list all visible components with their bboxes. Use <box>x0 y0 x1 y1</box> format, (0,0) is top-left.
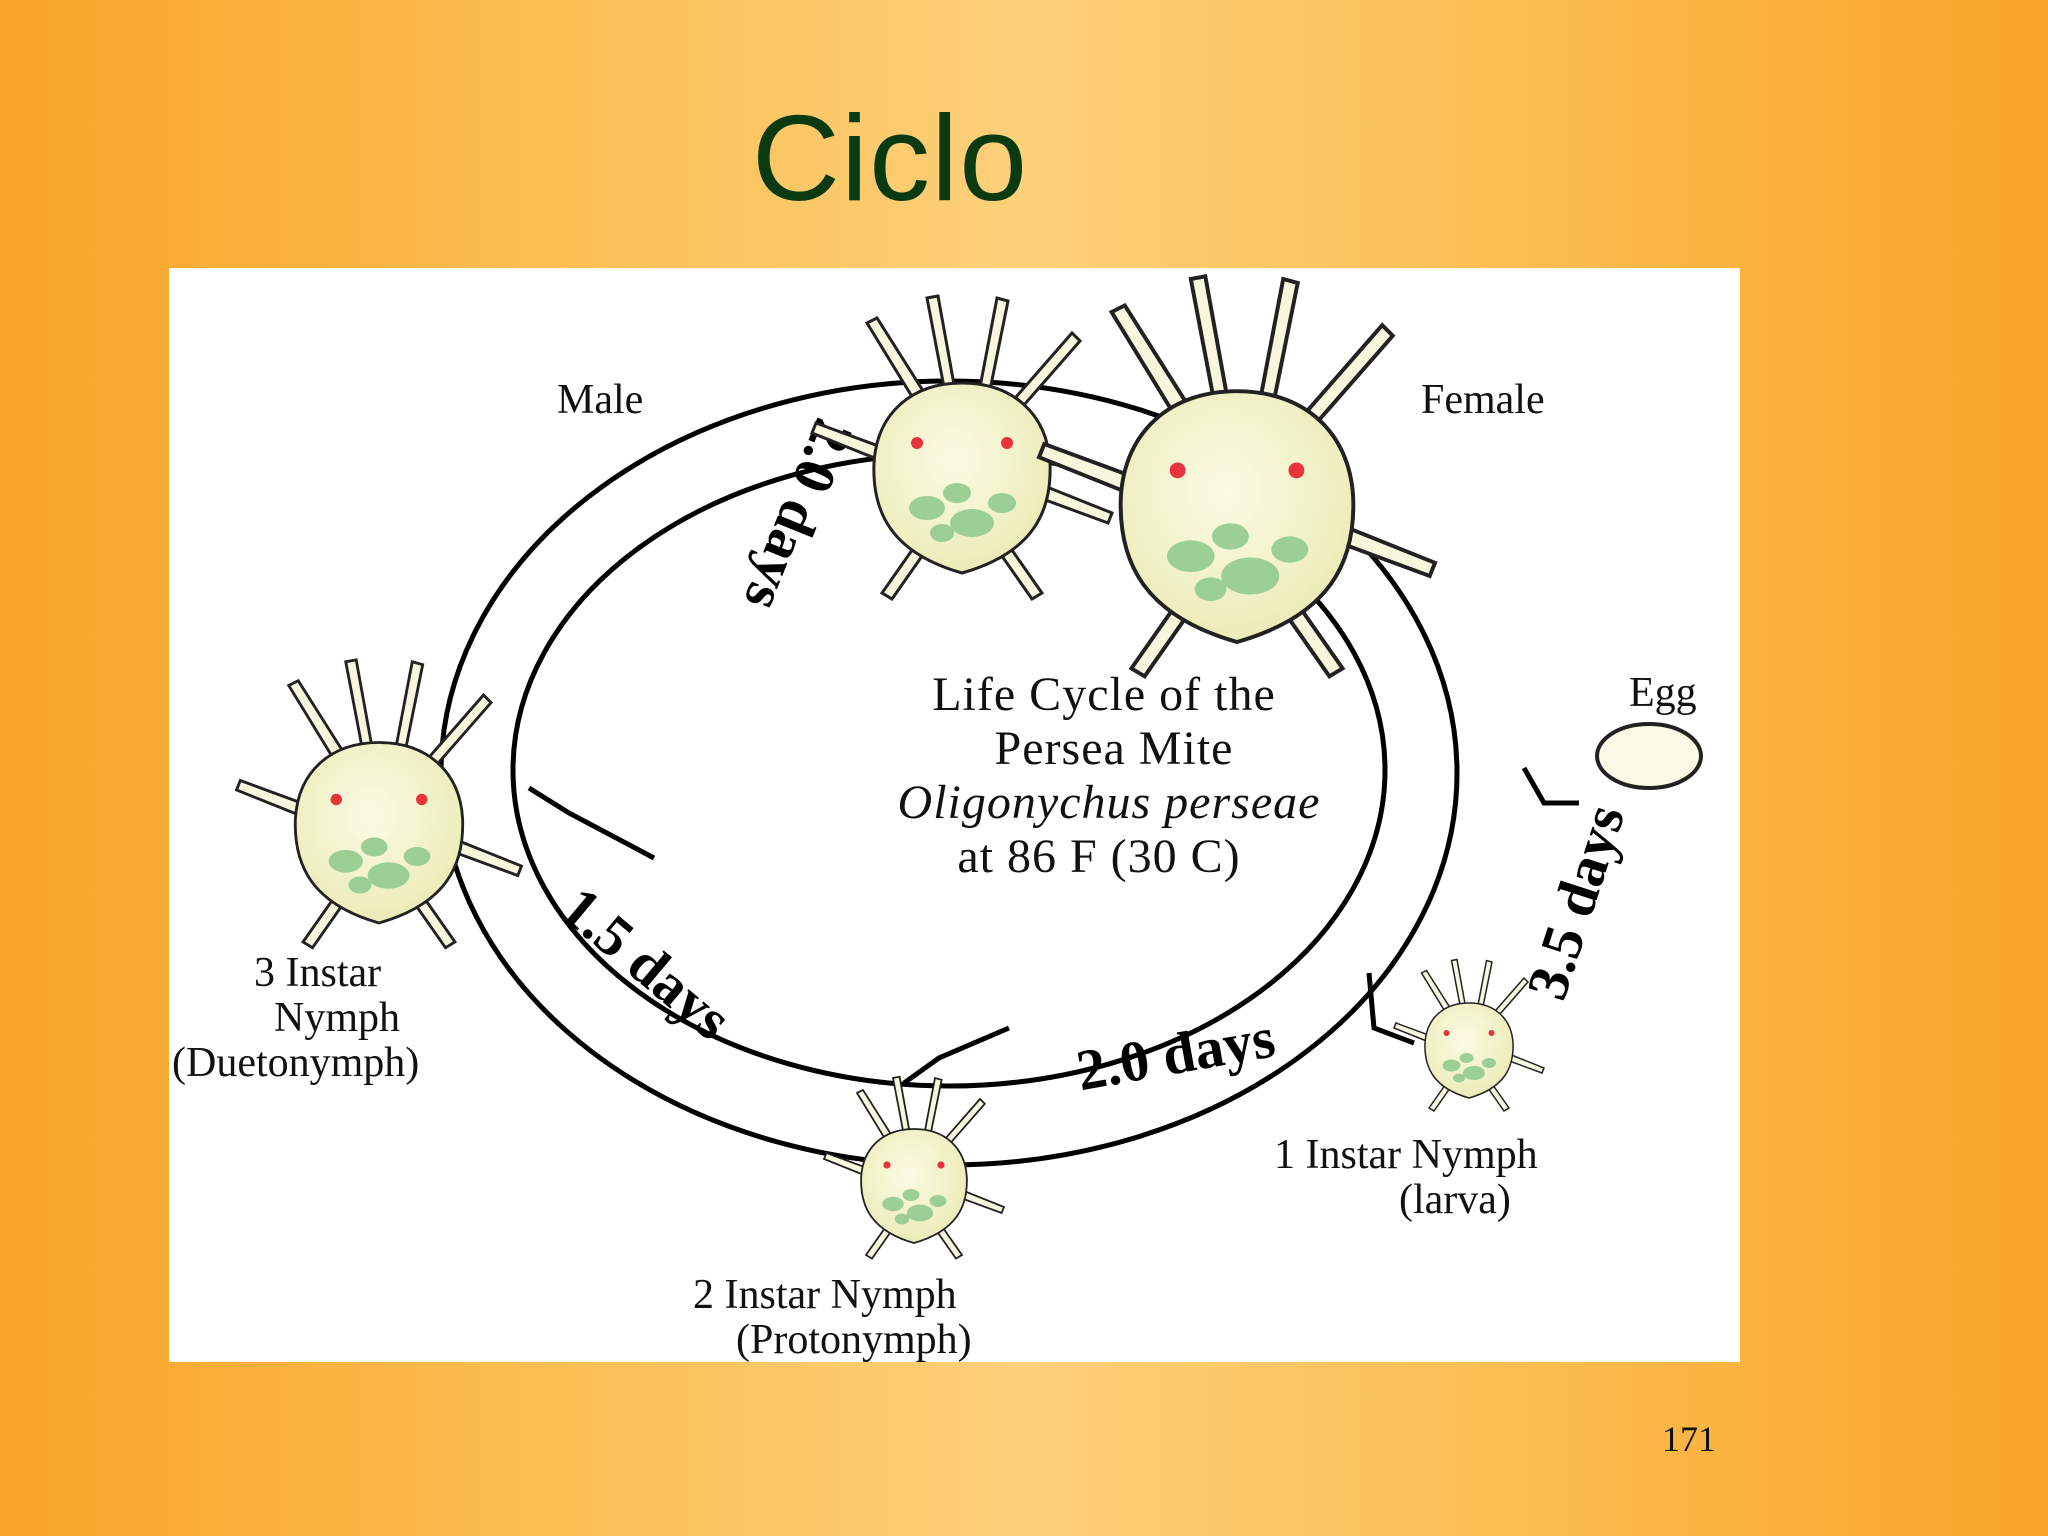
center-title-line1: Life Cycle of the <box>932 668 1276 721</box>
separator-egg <box>1521 766 1579 806</box>
first-instar-mite-icon <box>1393 958 1545 1112</box>
center-title-line2: Persea Mite <box>995 722 1234 775</box>
label-second-instar-line1: 2 Instar Nymph <box>693 1272 957 1318</box>
label-third-instar-line2: Nymph <box>274 995 400 1041</box>
egg-icon <box>1595 722 1703 790</box>
center-title-line4: at 86 F (30 C) <box>957 830 1240 883</box>
label-female: Female <box>1421 377 1545 423</box>
center-title-line3: Oligonychus perseae <box>898 776 1321 829</box>
male-mite-icon <box>810 294 1114 601</box>
life-cycle-diagram: Life Cycle of the Persea Mite Oligonychu… <box>169 268 1740 1362</box>
life-cycle-svg: Life Cycle of the Persea Mite Oligonychu… <box>172 274 1703 1362</box>
separator-third <box>527 785 656 861</box>
label-third-instar-line3: (Duetonymph) <box>172 1040 419 1086</box>
label-egg: Egg <box>1629 670 1697 716</box>
label-second-instar-line2: (Protonymph) <box>736 1317 972 1362</box>
duration-second-to-third: 1.5 days <box>549 874 744 1052</box>
label-male: Male <box>557 377 643 423</box>
second-instar-mite-icon <box>823 1075 1005 1260</box>
slide-page-number: 171 <box>1662 1419 1716 1459</box>
label-first-instar-line1: 1 Instar Nymph <box>1274 1132 1538 1178</box>
female-mite-icon <box>1037 274 1437 679</box>
label-first-instar-line2: (larva) <box>1399 1177 1511 1223</box>
label-third-instar-line1: 3 Instar <box>254 950 381 996</box>
duration-egg-to-first: 3.5 days <box>1514 797 1638 1007</box>
separator-first <box>1366 972 1415 1046</box>
third-instar-mite-icon <box>235 658 523 950</box>
separator-second <box>902 1025 1010 1086</box>
slide-title: Ciclo <box>751 90 1029 226</box>
